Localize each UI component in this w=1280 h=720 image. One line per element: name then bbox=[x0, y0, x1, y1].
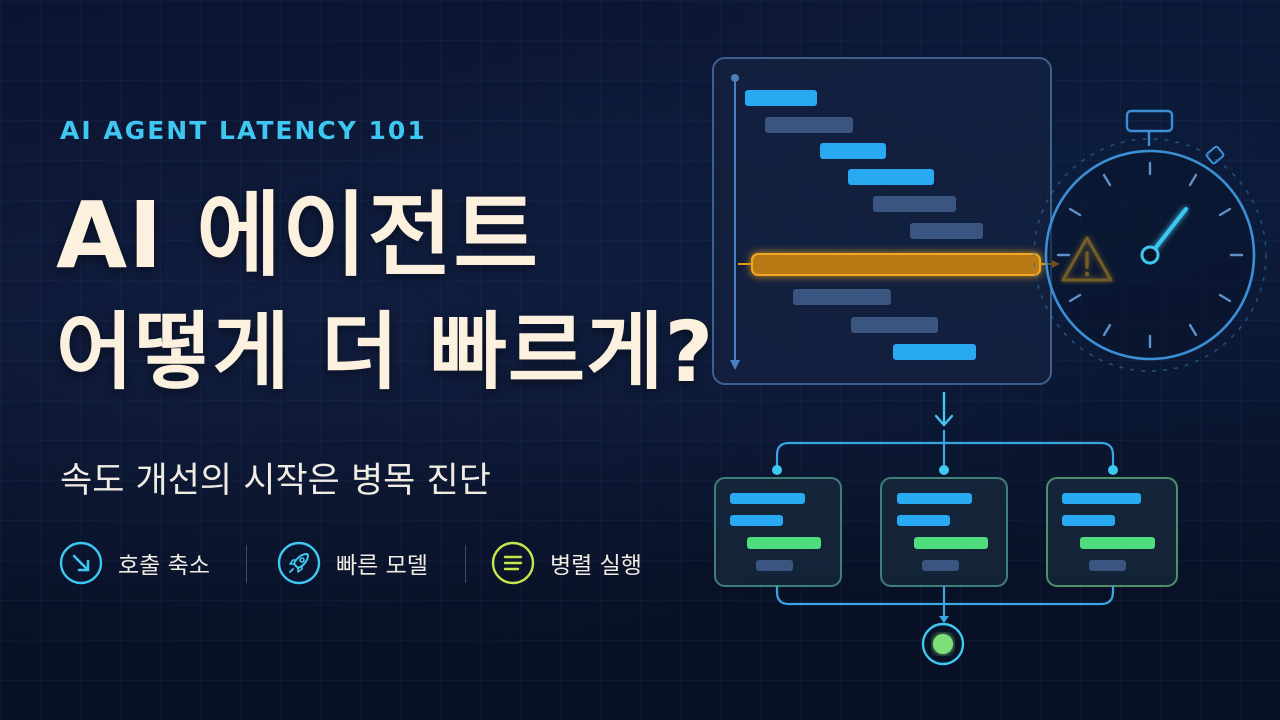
timeline-bar bbox=[848, 169, 934, 185]
bottleneck-bar bbox=[751, 253, 1041, 276]
parallel-card bbox=[880, 477, 1008, 587]
stopwatch-icon bbox=[1033, 109, 1267, 372]
feature-reduce-calls: 호출 축소 bbox=[58, 538, 210, 588]
feature-label: 병렬 실행 bbox=[550, 553, 642, 579]
feature-fast-model: 빠른 모델 bbox=[276, 538, 428, 588]
timeline-bar bbox=[910, 223, 983, 239]
subtitle: 속도 개선의 시작은 병목 진단 bbox=[60, 461, 491, 501]
feature-label: 호출 축소 bbox=[118, 553, 210, 579]
timeline-bar bbox=[820, 143, 886, 159]
parallel-card bbox=[714, 477, 842, 587]
rocket-icon bbox=[277, 541, 321, 585]
fanout-connector bbox=[775, 430, 1115, 470]
timeline-bar bbox=[873, 196, 956, 212]
parallel-card bbox=[1046, 477, 1178, 587]
feature-divider bbox=[465, 545, 466, 583]
timeline-bar bbox=[745, 90, 817, 106]
feature-parallel-exec: 병렬 실행 bbox=[490, 538, 642, 588]
merge-node-icon bbox=[921, 622, 965, 666]
timeline-panel bbox=[712, 57, 1060, 385]
title-line-2: 어떻게 더 빠르게? bbox=[56, 303, 715, 401]
title-line-1: AI 에이전트 bbox=[56, 182, 540, 289]
arrow-down-right-icon bbox=[59, 541, 103, 585]
timeline-bar bbox=[793, 289, 891, 305]
eyebrow-label: AI AGENT LATENCY 101 bbox=[60, 116, 427, 145]
timeline-bar bbox=[765, 117, 853, 133]
feature-divider bbox=[246, 545, 247, 583]
list-lines-icon bbox=[491, 541, 535, 585]
timeline-bar bbox=[893, 344, 976, 360]
feature-label: 빠른 모델 bbox=[336, 553, 428, 579]
timeline-bar bbox=[851, 317, 938, 333]
down-arrow-icon bbox=[934, 392, 954, 427]
